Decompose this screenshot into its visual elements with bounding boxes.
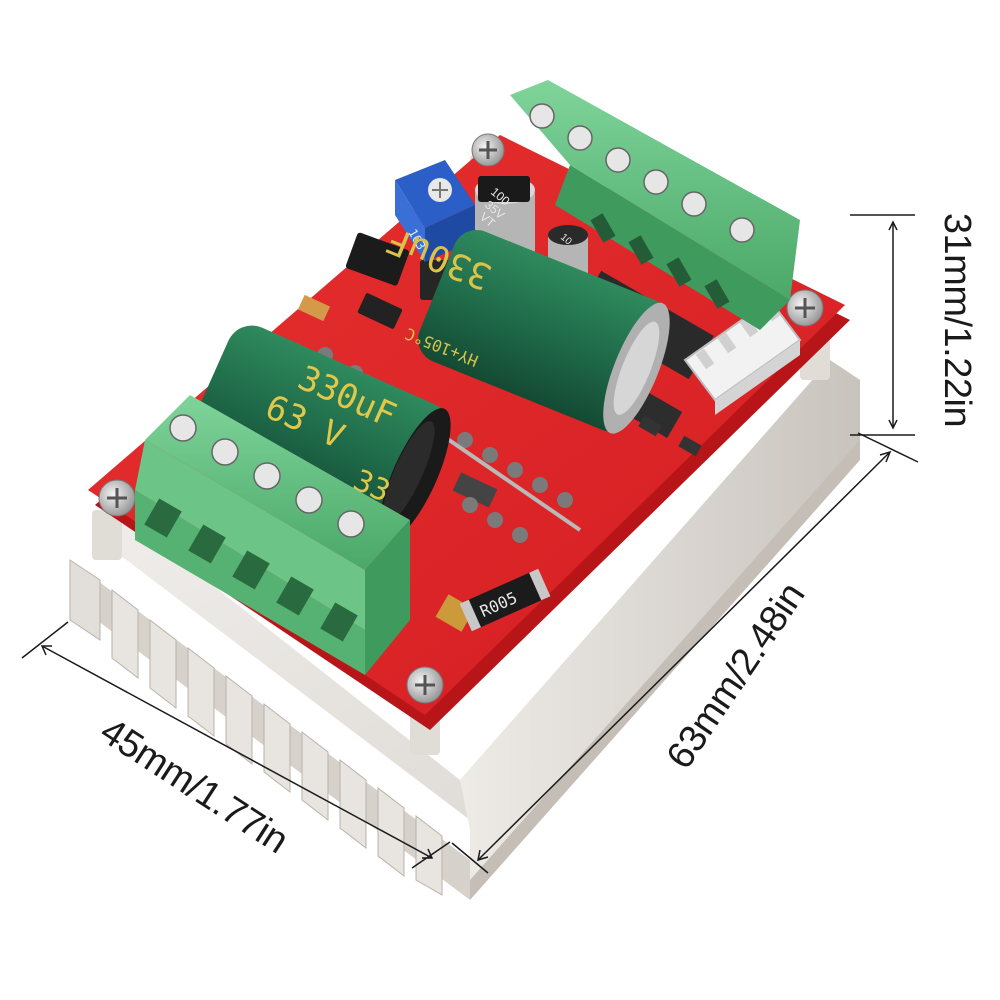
- dimension-height-label: 31mm/1.22in: [936, 212, 978, 428]
- potentiometer: 103: [395, 160, 475, 262]
- screw-icon: [406, 666, 444, 704]
- screw-icon: [98, 479, 136, 517]
- screw-icon: [786, 289, 824, 327]
- screws: [98, 133, 824, 704]
- shunt-resistor: R005: [459, 568, 551, 632]
- terminal-block-6-pin: [510, 80, 800, 330]
- large-capacitor-rear: 330uF HY+105°C: [381, 218, 670, 434]
- dimension-lines: [21, 214, 919, 874]
- terminal-block-5-pin: [135, 395, 410, 675]
- jst-connector: [683, 298, 802, 415]
- heatsink: [69, 360, 860, 900]
- screw-icon: [471, 133, 505, 167]
